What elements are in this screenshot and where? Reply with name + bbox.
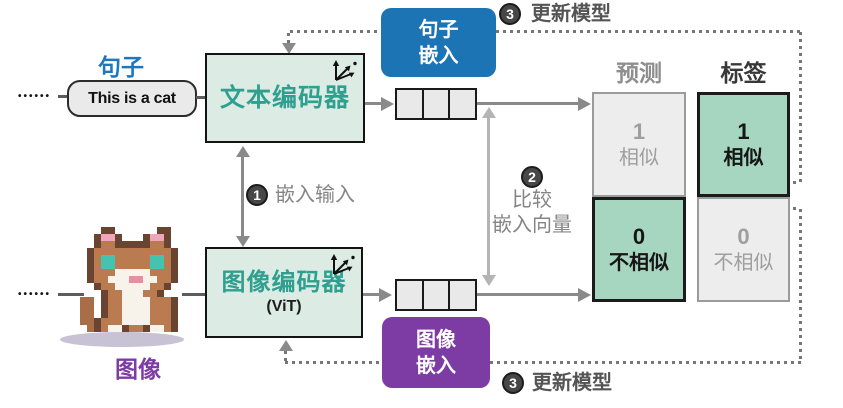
text-encoder-title: 文本编码器 (219, 84, 350, 112)
update-path-right-top (799, 32, 802, 184)
image-encoder-output-arrow-icon (379, 287, 392, 302)
text-vector-to-prediction-arrow-icon (578, 96, 591, 111)
step1-number: 1 (253, 187, 261, 203)
step2-arrow-down-icon (482, 275, 496, 286)
update-arrow-stub-bottom (284, 351, 287, 361)
prediction-cell-similar: 1 相似 (592, 92, 686, 197)
text-embedding-vector (395, 88, 477, 120)
update-arrow-stub-top (287, 33, 290, 44)
step1-badge: 1 (246, 184, 268, 206)
update-path-top-right (496, 30, 803, 33)
step2-badge: 2 (521, 166, 543, 188)
prediction-dissimilar-text: 不相似 (609, 251, 669, 274)
step3-top-badge: 3 (499, 3, 521, 25)
image-embedding-line1: 图像 (416, 328, 456, 351)
label-cell-similar: 1 相似 (697, 92, 790, 197)
cat-shadow (60, 332, 184, 347)
step1-arrow-down-icon (236, 236, 250, 247)
sentence-input-box: This is a cat (67, 80, 197, 117)
label-dissimilar-value: 0 (737, 223, 750, 249)
label-similar-text: 相似 (723, 146, 764, 169)
step1-arrow-up-icon (236, 146, 250, 157)
prediction-similar-text: 相似 (619, 146, 659, 169)
step2-arrow-up-icon (482, 107, 496, 118)
prediction-cell-dissimilar: 0 不相似 (592, 197, 686, 302)
update-path-bottom-connector (786, 207, 800, 210)
step1-label: 嵌入输入 (275, 184, 355, 206)
cat-image (80, 227, 178, 332)
image-encoder-output-line (363, 293, 381, 296)
text-encoder-output-arrow-icon (381, 96, 394, 111)
prediction-dissimilar-value: 0 (632, 223, 646, 249)
sentence-to-encoder-line (196, 96, 206, 99)
embedding-vectors-icon (332, 60, 357, 81)
step2-group: 2 比较 嵌入向量 (467, 166, 597, 238)
update-path-top-left (290, 30, 382, 33)
sentence-embedding-line2: 嵌入 (418, 44, 459, 67)
image-embedding-vector (395, 279, 477, 311)
step3-top-label: 更新模型 (531, 3, 611, 25)
sentence-connector-line (58, 95, 68, 98)
step2-arrow-line (487, 116, 490, 277)
arrow-into-text-encoder-icon (282, 43, 296, 54)
prediction-similar-value: 1 (632, 118, 646, 144)
text-encoder-output-line (365, 102, 383, 105)
embedding-vectors-icon (330, 254, 355, 275)
image-to-encoder-line (182, 293, 206, 296)
step3-bottom-badge: 3 (502, 372, 524, 394)
image-vector-to-prediction-line (477, 293, 579, 296)
label-cell-dissimilar: 0 不相似 (697, 197, 790, 302)
sentence-embedding-chip: 句子 嵌入 (381, 8, 496, 77)
sentence-label: 句子 (98, 54, 144, 80)
step2-number: 2 (528, 169, 536, 185)
step3-bottom-label: 更新模型 (532, 372, 612, 394)
prediction-header: 预测 (616, 60, 662, 86)
image-ellipsis: •••••• (18, 289, 52, 300)
image-vector-to-prediction-arrow-icon (578, 287, 591, 302)
update-path-bottom-right (490, 361, 803, 364)
step2-label-line1: 比较 (512, 189, 552, 211)
label-dissimilar-text: 不相似 (713, 251, 774, 274)
update-path-top-connector (786, 181, 800, 184)
update-path-right-bottom (799, 209, 802, 363)
step2-label-line2: 嵌入向量 (492, 214, 572, 236)
arrow-into-image-encoder-icon (279, 340, 293, 351)
label-header: 标签 (720, 60, 767, 86)
image-label: 图像 (115, 356, 161, 382)
image-embedding-chip: 图像 嵌入 (382, 317, 490, 388)
text-vector-to-prediction-line (477, 102, 579, 105)
sentence-embedding-line1: 句子 (418, 18, 459, 41)
image-connector-line-left (58, 293, 84, 296)
sentence-ellipsis: •••••• (18, 91, 52, 102)
image-encoder-box: 图像编码器 (ViT) (205, 247, 363, 338)
label-similar-value: 1 (737, 118, 750, 144)
image-encoder-subtitle: (ViT) (266, 297, 302, 315)
step3-top-number: 3 (506, 6, 514, 22)
text-encoder-box: 文本编码器 (205, 53, 365, 143)
update-path-bottom-left (285, 361, 382, 364)
image-encoder-title: 图像编码器 (221, 268, 347, 296)
step3-bottom-number: 3 (509, 375, 517, 391)
image-embedding-line2: 嵌入 (416, 354, 456, 377)
step1-arrow-line (241, 155, 244, 237)
